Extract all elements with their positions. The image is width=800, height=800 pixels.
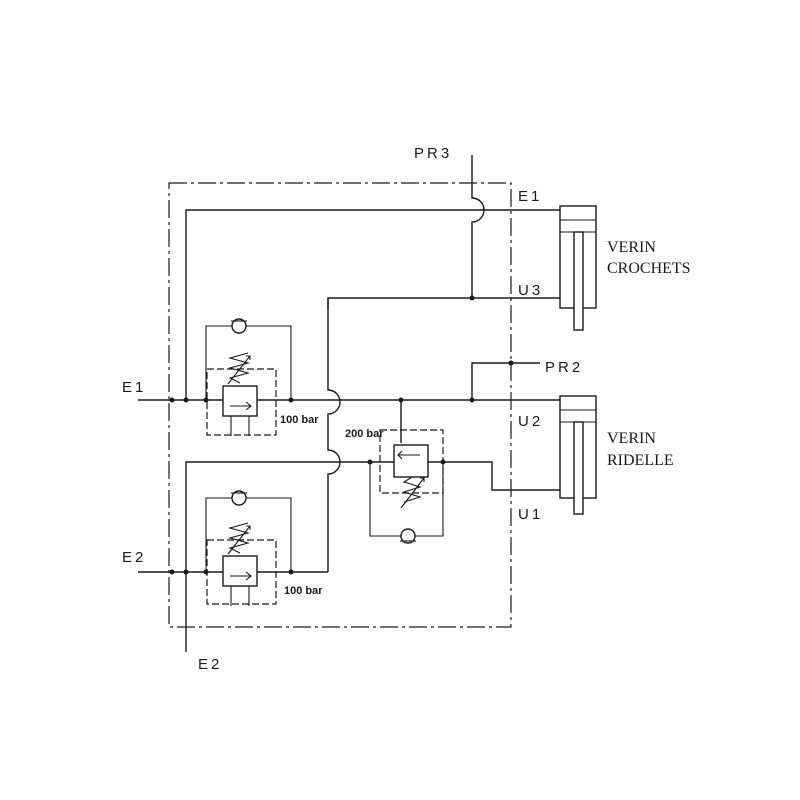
port-e1-left-label: E1 [122, 379, 146, 396]
port-e2-bottom-label: E2 [198, 656, 222, 673]
e2-upper-line [185, 461, 560, 572]
pr2-line [471, 362, 540, 400]
relief-top-pressure-label: 100 bar [280, 414, 319, 426]
cylinder-ridelle-label-line2: RIDELLE [607, 452, 674, 469]
relief-valve-top [205, 318, 292, 436]
manifold-block-boundary [168, 182, 512, 628]
port-u2-label: U2 [518, 413, 543, 430]
port-e2-left-label: E2 [122, 549, 146, 566]
e1-line-to-crochets [185, 209, 560, 400]
relief-valve-middle [369, 429, 444, 544]
u3-line [327, 297, 560, 310]
junction-dots [169, 295, 475, 575]
port-u1-label: U1 [518, 506, 543, 523]
port-e1-top-label: E1 [518, 188, 542, 205]
port-pr3-label: PR3 [414, 145, 452, 162]
pr3-line [471, 155, 485, 298]
cylinder-crochets-label-line2: CROCHETS [607, 260, 691, 277]
cylinder-crochets-label-line1: VERIN [607, 239, 656, 256]
pr2-junction [508, 360, 514, 366]
port-pr2-label: PR2 [545, 359, 583, 376]
cylinder-ridelle-label-line1: VERIN [607, 430, 656, 447]
cylinder-ridelle [559, 395, 597, 515]
port-u3-label: U3 [518, 282, 543, 299]
relief-middle-pressure-label: 200 bar [345, 428, 384, 440]
relief-bottom-pressure-label: 100 bar [284, 585, 323, 597]
u3-to-e2-line [327, 298, 341, 572]
relief-valve-bottom [205, 490, 292, 606]
cylinder-crochets [559, 205, 597, 331]
